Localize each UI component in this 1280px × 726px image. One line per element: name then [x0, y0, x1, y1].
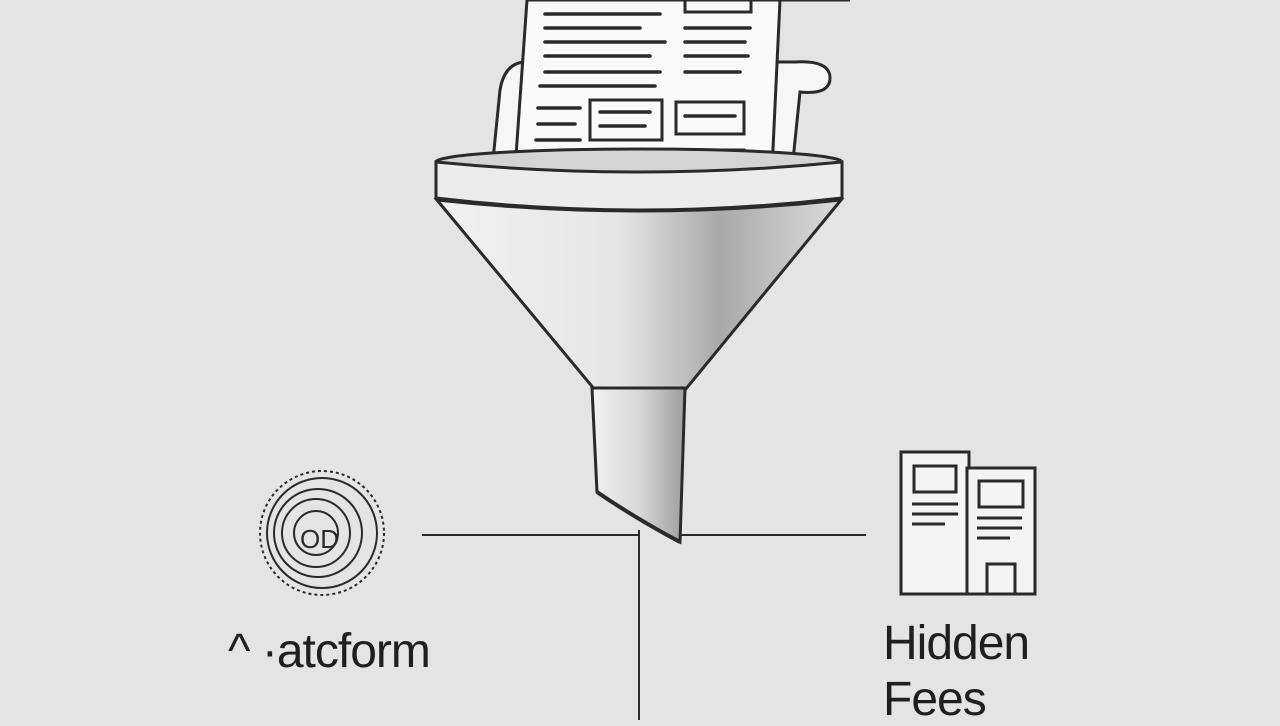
hidden-fees-label-line1: Hidden — [883, 617, 1030, 670]
connector-lines — [422, 530, 866, 720]
hidden-fees-label: Hidden Fees — [883, 617, 1030, 726]
hidden-fees-icon — [899, 450, 1037, 596]
hidden-fees-label-line2: Fees — [883, 673, 987, 726]
documents-icon — [490, 0, 850, 174]
gear-seal-icon: OD — [259, 470, 385, 596]
funnel-icon — [433, 147, 845, 545]
svg-text:OD: OD — [300, 524, 339, 554]
platform-label: ^ ·atcform — [228, 625, 431, 678]
